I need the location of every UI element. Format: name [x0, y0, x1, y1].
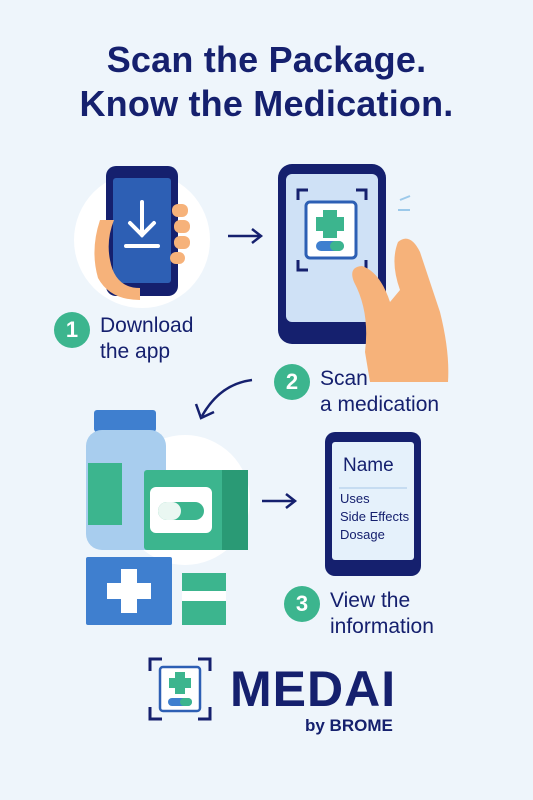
- step-2-label: Scan a medication: [320, 366, 439, 418]
- step-3-label: View the information: [330, 588, 434, 640]
- info-screen-list: Uses Side Effects Dosage: [340, 490, 409, 544]
- step-3-badge: 3: [284, 586, 320, 622]
- info-phone-illustration: [325, 432, 421, 576]
- medai-logo-icon: [148, 657, 212, 721]
- step-1-line-1: Download: [100, 314, 194, 337]
- info-item-side-effects: Side Effects: [340, 509, 410, 524]
- info-item-uses: Uses: [340, 491, 370, 506]
- info-item-dosage: Dosage: [340, 527, 385, 542]
- step-2-badge: 2: [274, 364, 310, 400]
- step-1-badge: 1: [54, 312, 90, 348]
- arrow-right-icon-2: [262, 493, 298, 509]
- arrow-right-icon: [228, 228, 264, 244]
- download-icon: [124, 200, 160, 248]
- sparkle-icon: [398, 195, 411, 211]
- medication-products-illustration: [86, 410, 250, 625]
- brand-tagline: by BROME: [305, 716, 393, 735]
- step-3-line-2: information: [330, 615, 434, 638]
- download-phone-illustration: [74, 166, 210, 308]
- step-3-line-1: View the: [330, 589, 411, 612]
- scan-phone-illustration: [278, 164, 449, 382]
- headline-line-2: Know the Medication.: [79, 83, 454, 124]
- headline-line-1: Scan the Package.: [106, 39, 427, 80]
- step-2-line-1: Scan: [320, 367, 368, 390]
- step-2-line-2: a medication: [320, 393, 440, 416]
- step-1-line-2: the app: [100, 340, 171, 363]
- headline: Scan the Package. Know the Medication.: [0, 38, 533, 126]
- info-screen-title: Name: [343, 455, 394, 476]
- curved-arrow-icon: [194, 378, 253, 420]
- brand-name: MEDAI: [230, 661, 397, 717]
- step-1-label: Download the app: [100, 313, 193, 365]
